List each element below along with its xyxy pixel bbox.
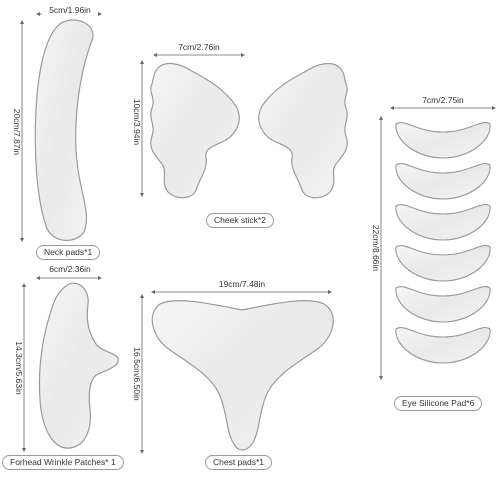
chest-pad-caption: Chest pads*1 xyxy=(205,455,273,470)
cheek-stick-group: 7cm/2.76in 10cm/3.94in xyxy=(132,41,348,199)
neck-pad xyxy=(34,19,94,241)
chest-pad-height-label: 16.5cm/6.50in xyxy=(132,347,142,401)
neck-pad-height-label: 20cm/7.87in xyxy=(12,109,22,156)
forehead-patch-height-label: 14.3cm/5.63in xyxy=(14,341,24,395)
cheek-stick-height-label: 10cm/3.94in xyxy=(132,99,142,146)
forehead-patch-width-label: 6cm/2.36in xyxy=(49,264,91,274)
neck-pad-width-label: 5cm/1.96in xyxy=(49,5,91,15)
chest-pad xyxy=(151,300,334,451)
forehead-patch-caption: Forhead Wrinkle Patches* 1 xyxy=(2,455,124,470)
eye-pad xyxy=(395,122,491,159)
eye-pad-caption: Eye Silicone Pad*6 xyxy=(394,396,483,411)
eye-pad xyxy=(395,204,491,241)
eye-pad-width-label: 7cm/2.75in xyxy=(422,95,464,105)
cheek-stick-caption: Cheek stick*2 xyxy=(206,213,274,228)
cheek-stick-width-label: 7cm/2.76in xyxy=(178,42,220,52)
eye-pad xyxy=(395,245,491,282)
eye-pad xyxy=(395,286,491,323)
eye-pad xyxy=(395,163,491,200)
forehead-patch-group: 6cm/2.36in 14.3cm/5.63in xyxy=(14,263,119,452)
cheek-stick-right xyxy=(258,62,348,199)
neck-pad-caption: Neck pads*1 xyxy=(36,245,101,260)
neck-pad-group: 5cm/1.96in 20cm/7.87in xyxy=(12,5,102,242)
chest-pad-width-label: 19cm/7.48in xyxy=(219,279,266,289)
cheek-stick-left xyxy=(150,62,240,199)
eye-pad xyxy=(395,327,491,364)
forehead-patch xyxy=(38,282,119,449)
eye-pad-height-label: 22cm/8.66in xyxy=(371,225,381,272)
chest-pad-group: 19cm/7.48in 16.5cm/6.50in xyxy=(132,278,334,454)
eye-pad-group: 7cm/2.75in 22cm/8.66in xyxy=(371,94,496,380)
